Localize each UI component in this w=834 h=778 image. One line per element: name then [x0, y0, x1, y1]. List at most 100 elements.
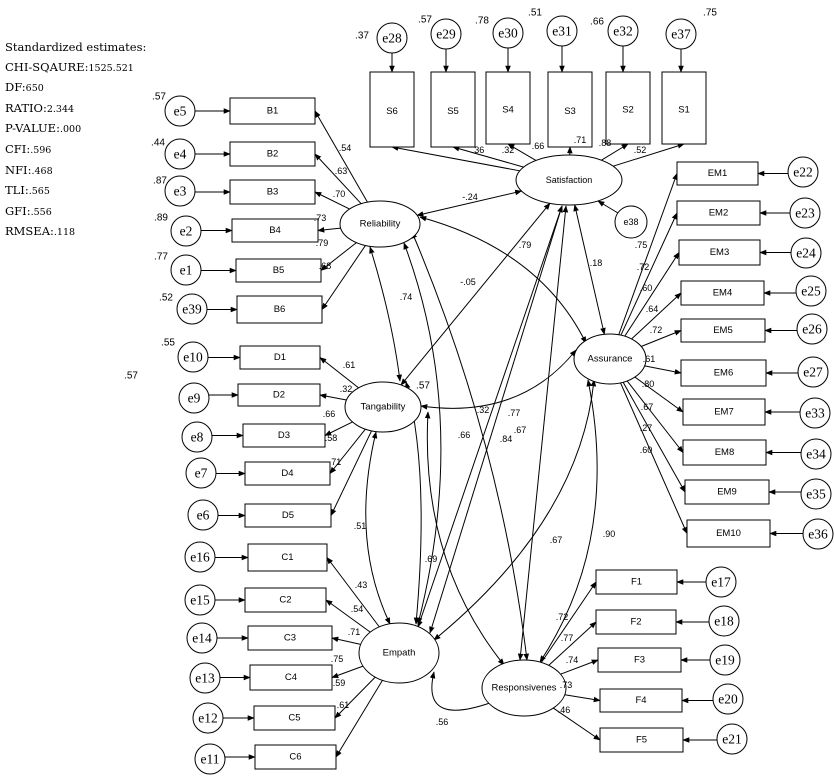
loading-coefficient: .46 [558, 705, 571, 715]
error-term-label: e13 [195, 671, 215, 686]
path-coefficient: .79 [519, 240, 532, 250]
latent-label-tangability: Tangability [361, 402, 406, 413]
error-term-label: e8 [191, 430, 204, 445]
loading-coefficient: .58 [325, 433, 338, 443]
indicator-label: B3 [267, 187, 279, 198]
loading-arrow [640, 330, 682, 347]
assurance-indicator-box [680, 359, 767, 387]
empath-indicator-box [249, 664, 333, 691]
responsivenes-indicator-box [595, 569, 678, 595]
error-term-label: e35 [806, 487, 826, 502]
error-term [708, 605, 740, 637]
indicator-label: C2 [279, 595, 291, 606]
loading-arrow [331, 665, 364, 678]
error-term [800, 478, 832, 510]
r-squared: .57 [152, 92, 166, 103]
assurance-indicator-box [678, 239, 761, 266]
indicator-label: C1 [281, 552, 293, 563]
error-term-label: e37 [671, 27, 691, 42]
loading-coefficient: .59 [333, 678, 346, 688]
loading-arrow [601, 143, 629, 161]
empath-indicator-box [247, 543, 328, 572]
error-term [178, 382, 210, 414]
loading-coefficient: .75 [635, 240, 648, 250]
error-term [492, 17, 524, 49]
loading-arrow [553, 707, 601, 741]
loading-arrow [319, 357, 359, 389]
loading-coefficient: .71 [329, 457, 342, 467]
loading-arrow [331, 636, 361, 645]
assurance-indicator-box [686, 519, 771, 548]
r-squared: .57 [418, 15, 432, 26]
error-term-label: e6 [197, 508, 210, 523]
r-squared: .75 [703, 8, 717, 19]
r-squared: .77 [154, 252, 168, 263]
loading-arrow [321, 245, 366, 311]
error-term [184, 541, 216, 573]
error-term-label: e34 [806, 447, 826, 462]
error-arrow [597, 200, 619, 214]
responsivenes-indicator-box [599, 727, 684, 753]
stat-row: NFI:.468 [5, 162, 53, 177]
error-term-label: e1 [180, 263, 193, 278]
cov-assurance-satisfaction [573, 204, 606, 335]
assurance-indicator-box [676, 161, 759, 186]
loading-arrow [335, 680, 383, 758]
path-coefficient: .51 [354, 521, 367, 531]
error-term-label: e19 [715, 653, 735, 668]
error-term [185, 457, 217, 489]
cov-reliability-assurance [419, 215, 587, 344]
error-term [796, 313, 828, 345]
indicator-label: F3 [634, 655, 645, 666]
error-term-label: e32 [613, 24, 633, 39]
r-squared: .78 [475, 16, 489, 27]
loading-coefficient: .54 [351, 604, 364, 614]
loading-arrow [620, 212, 678, 336]
r-squared: .57 [416, 381, 430, 392]
latent-label-responsivenes: Responsivenes [492, 683, 557, 694]
loading-coefficient: .27 [640, 423, 653, 433]
loading-coefficient: .72 [637, 262, 650, 272]
error-term-label: e12 [198, 711, 218, 726]
reliability-indicator-box [235, 258, 322, 283]
error-term-label: e15 [190, 593, 210, 608]
error-term-label: e16 [190, 550, 210, 565]
error-term [181, 421, 213, 453]
indicator-label: EM2 [709, 208, 729, 219]
indicator-label: D3 [278, 430, 290, 441]
r-squared: .87 [153, 176, 167, 187]
path-coefficient: .84 [500, 434, 513, 444]
latent-satisfaction [515, 154, 623, 206]
empath-indicator-box [244, 587, 327, 613]
reliability-indicator-box [236, 295, 323, 324]
loading-arrow [391, 145, 520, 172]
loading-arrow [613, 143, 685, 167]
error-term-label: e22 [793, 165, 813, 180]
r-squared: .37 [355, 31, 369, 42]
cov-tangability-assurance [420, 349, 577, 410]
reliability-indicator-box [231, 218, 319, 243]
indicator-label: EM1 [708, 168, 728, 179]
error-term-label: e11 [201, 752, 220, 767]
loading-arrow [540, 581, 597, 663]
error-term-label: e27 [803, 365, 823, 380]
stat-row: RMSEA:.118 [5, 224, 76, 239]
loading-coefficient: .68 [319, 261, 332, 271]
labels-layer: -.24.74-.05.79.18.32.51.66.84.77.67.67.6… [124, 8, 828, 767]
indicator-label: F4 [635, 695, 646, 706]
loading-coefficient: .74 [566, 655, 579, 665]
stat-row: CFI:.596 [5, 141, 52, 156]
cov-reliability-responsivenes [411, 231, 530, 661]
indicator-label: B5 [273, 265, 285, 276]
indicator-label: D2 [273, 390, 285, 401]
indicator-label: EM8 [715, 447, 735, 458]
loading-arrow [626, 380, 684, 454]
error-term-label: e38 [623, 217, 638, 227]
error-term [665, 18, 697, 50]
loading-coefficient: .67 [641, 402, 654, 412]
empath-indicator-box [247, 625, 333, 651]
indicator-label: B6 [274, 304, 286, 315]
satisfaction-indicator-box [430, 71, 476, 148]
loading-arrow [634, 376, 684, 413]
assurance-indicator-box [676, 200, 761, 226]
